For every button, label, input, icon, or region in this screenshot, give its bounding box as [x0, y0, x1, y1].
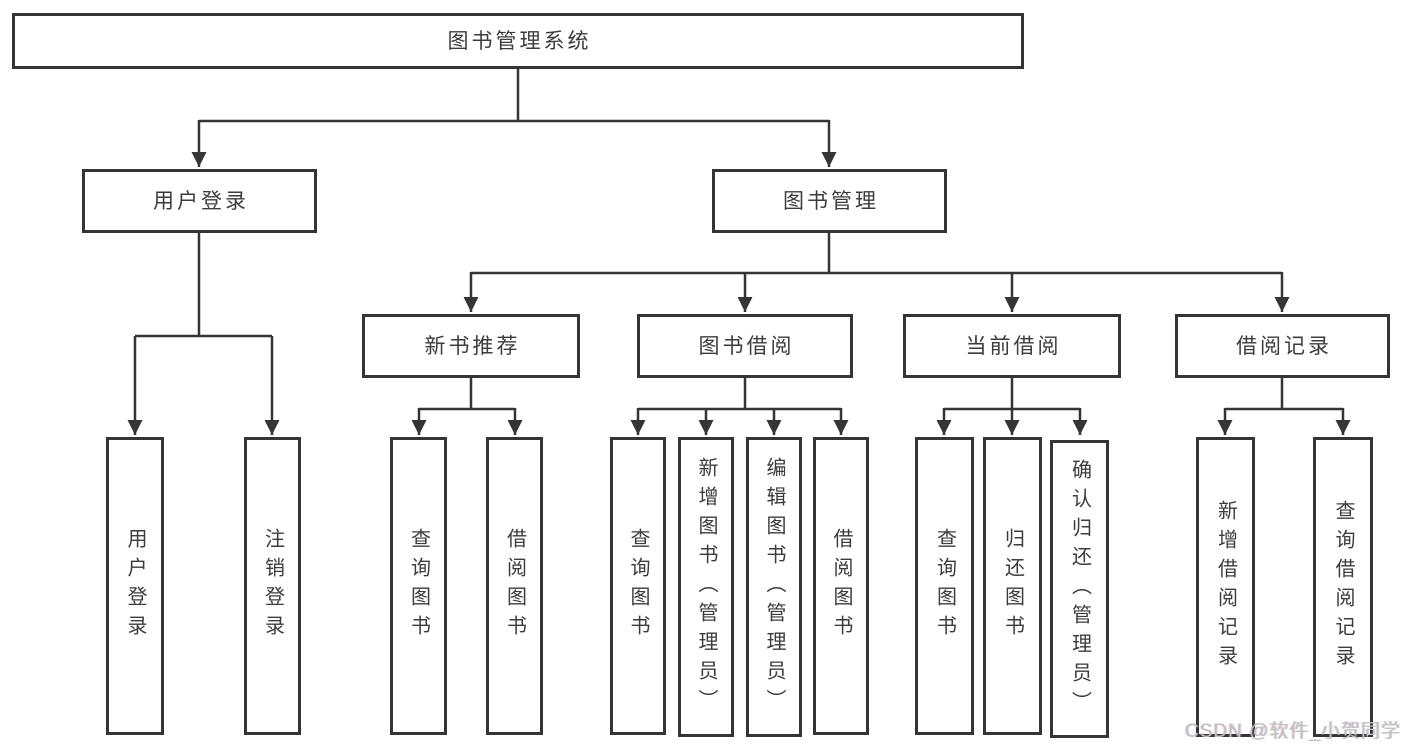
node-new-book-recommend: 新书推荐	[362, 314, 580, 378]
leaf-user-login: 用户登录	[106, 437, 164, 735]
leaf-add-borrow-record: 新增借阅记录	[1196, 437, 1255, 737]
node-current-borrowing: 当前借阅	[903, 314, 1121, 378]
leaf-borrow-books-borrowing: 借阅图书	[813, 437, 869, 735]
node-book-borrowing: 图书借阅	[637, 314, 853, 378]
node-system-root: 图书管理系统	[12, 13, 1024, 69]
leaf-logout: 注销登录	[244, 437, 301, 735]
leaf-query-borrow-record: 查询借阅记录	[1313, 437, 1373, 737]
csdn-watermark: CSDN @软件_小贺同学	[1185, 721, 1401, 742]
node-book-management: 图书管理	[712, 169, 947, 233]
leaf-query-books-current: 查询图书	[915, 437, 974, 735]
leaf-query-books-recommend: 查询图书	[390, 437, 447, 735]
leaf-add-book-admin: 新增图书（管理员）	[678, 437, 734, 737]
node-user-login: 用户登录	[82, 169, 317, 233]
leaf-borrow-books-recommend: 借阅图书	[486, 437, 543, 735]
leaf-edit-book-admin: 编辑图书（管理员）	[746, 437, 802, 737]
leaf-return-books: 归还图书	[983, 437, 1042, 735]
node-borrowing-records: 借阅记录	[1175, 314, 1390, 378]
leaf-confirm-return-admin: 确认归还（管理员）	[1050, 440, 1109, 738]
leaf-query-books-borrowing: 查询图书	[610, 437, 666, 735]
